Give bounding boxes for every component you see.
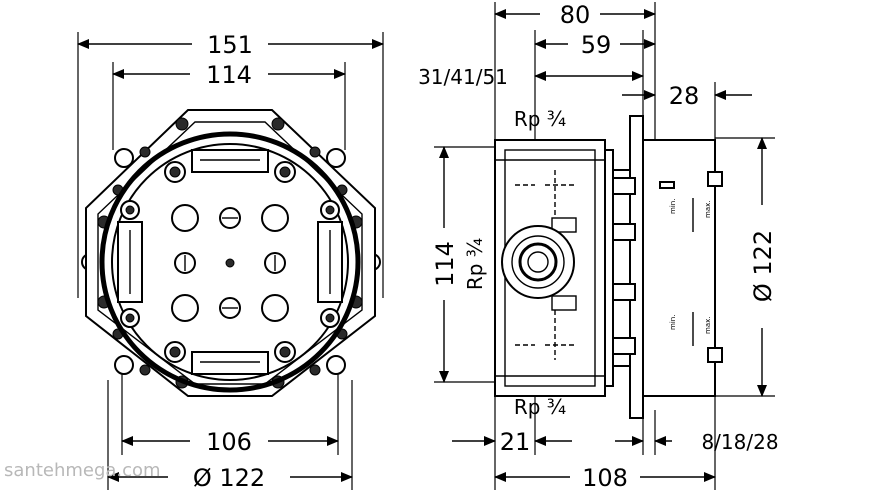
dim-label-31-41-51: 31/41/51 [418,65,508,89]
label-max-bottom: max. [704,317,712,334]
dim-label-diameter-122-vertical: Ø 122 [749,230,777,302]
box-tab-top [707,171,723,187]
mounting-plate-back [604,149,614,387]
octagonal-housing [85,109,376,397]
label-max-top: max. [704,201,712,218]
label-min-top: min. [669,199,677,214]
thread-label-bottom: Rp ¾ [514,395,566,419]
dim-label-28: 28 [669,82,700,110]
port-grid [171,204,289,322]
box-slot [659,181,675,189]
front-view: 151 114 106 Ø 122 [77,31,384,492]
plate-ribs [612,177,636,355]
thread-label-top: Rp ¾ [514,107,566,131]
brackets [117,149,343,375]
side-view: 80 59 31/41/51 28 Rp ¾ 114 Rp ¾ [418,1,778,492]
dim-label-80: 80 [560,1,591,29]
mounting-box [642,139,716,397]
central-connector [501,225,575,299]
box-tab-bottom [707,347,723,363]
dim-label-114: 114 [206,61,252,89]
dim-label-108: 108 [582,464,628,492]
corner-screws [120,161,340,363]
thread-label-side: Rp ¾ [463,238,487,290]
dim-label-21: 21 [500,428,531,456]
watermark: santehmega.com [4,460,161,481]
dim-label-106: 106 [206,428,252,456]
body-dash-details [515,170,577,360]
dim-label-114-vertical: 114 [431,241,459,287]
cover-plate [629,115,644,419]
dim-label-diameter-122: Ø 122 [193,464,265,492]
outer-ring [99,131,361,393]
dim-label-8-18-28: 8/18/28 [701,430,778,454]
dim-label-151: 151 [207,31,253,59]
dim-label-59: 59 [581,31,612,59]
inner-ring [111,143,349,381]
label-min-bottom: min. [669,315,677,330]
